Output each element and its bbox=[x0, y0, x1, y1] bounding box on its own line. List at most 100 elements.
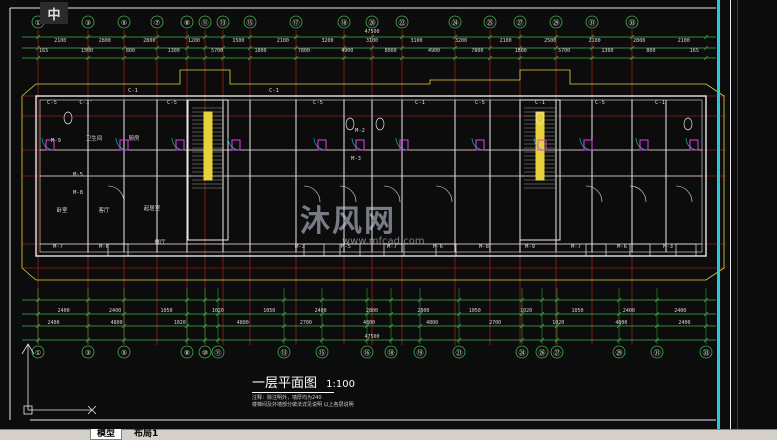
dim-tick bbox=[452, 55, 458, 61]
door-swing bbox=[533, 137, 547, 151]
bottom-dim-text: 1020 bbox=[520, 308, 532, 314]
dim-tick bbox=[293, 55, 299, 61]
axis-bubble-bottom bbox=[550, 345, 564, 359]
dim-tick bbox=[589, 34, 595, 40]
room-label: M-7 bbox=[53, 244, 63, 250]
room-label: C-5 bbox=[313, 100, 323, 106]
door-symbol bbox=[119, 139, 129, 151]
drawing-title-block: 一层平面图 1:100 注释：除注明外，墙厚均为240 楼梯间及外墙部分做法详见… bbox=[252, 372, 355, 409]
door-symbol bbox=[355, 139, 365, 151]
room-label: C-1 bbox=[269, 88, 279, 94]
bottom-dim-text-2: 1020 bbox=[552, 320, 564, 326]
window bbox=[383, 243, 405, 257]
axis-bubble-bottom bbox=[535, 345, 549, 359]
window-tag: C-1 bbox=[655, 100, 665, 106]
axis-bubble-bottom bbox=[117, 345, 131, 359]
dim-tick bbox=[703, 55, 709, 61]
stair-handrail bbox=[203, 111, 213, 181]
door-arc bbox=[629, 185, 647, 203]
room-label: C-5 bbox=[167, 100, 177, 106]
bottom-dim-text-2: 2400 bbox=[678, 320, 690, 326]
axis-bubble-bottom bbox=[413, 345, 427, 359]
dim-tick bbox=[154, 55, 160, 61]
dim-tick bbox=[369, 45, 375, 51]
top-dim-text: 2500 bbox=[544, 38, 556, 44]
dim-tick bbox=[184, 34, 190, 40]
top-dim-text-2: 1300 bbox=[602, 48, 614, 54]
top-dim-text: 3100 bbox=[366, 38, 378, 44]
axis-bubble-bottom-label: ⑱ bbox=[388, 349, 395, 357]
top-dim-text-2: 1300 bbox=[168, 48, 180, 54]
dim-tick bbox=[85, 55, 91, 61]
dim-tick bbox=[341, 34, 347, 40]
door-symbol bbox=[231, 139, 241, 151]
top-dim-text: 2100 bbox=[589, 38, 601, 44]
top-dim-text: 2100 bbox=[500, 38, 512, 44]
axis-bubble-top-label: ⑳ bbox=[369, 19, 376, 27]
axis-bubble-bottom-label: ⑲ bbox=[417, 349, 424, 357]
top-dim-text: 2100 bbox=[678, 38, 690, 44]
door-symbol bbox=[317, 139, 327, 151]
window bbox=[675, 243, 697, 257]
bottom-dim-text-2: 4800 bbox=[426, 320, 438, 326]
toilet-fixture bbox=[63, 111, 73, 125]
axis-bubble-bottom bbox=[384, 345, 398, 359]
room-label: 卧室 bbox=[56, 206, 68, 214]
axis-bubble-bottom bbox=[198, 345, 212, 359]
door-tag: M-8 bbox=[479, 244, 489, 250]
dim-tick bbox=[553, 55, 559, 61]
bottom-dim-text: 1050 bbox=[160, 308, 172, 314]
top-dim-text-2: 1800 bbox=[255, 48, 267, 54]
axis-bubble-top-label: ⑦ bbox=[154, 19, 160, 27]
room-label: M-2 bbox=[355, 128, 365, 134]
dim-tick bbox=[35, 45, 41, 51]
watermark-url: www.mfcad.com bbox=[342, 236, 425, 247]
door-arc bbox=[107, 185, 125, 203]
door-symbol bbox=[583, 139, 593, 151]
axis-bubble-bottom bbox=[515, 345, 529, 359]
axis-bubble-top bbox=[81, 15, 95, 29]
axis-bubble-top-label: ⑤ bbox=[121, 19, 127, 27]
top-dim-text-2: 165 bbox=[690, 48, 699, 54]
top-dim-text-2: 165 bbox=[39, 48, 48, 54]
axis-bubble-top-label: ㉕ bbox=[487, 19, 494, 27]
dim-tick bbox=[589, 45, 595, 51]
top-dim-text: 1500 bbox=[232, 38, 244, 44]
top-total-dim: 47500 bbox=[364, 29, 379, 35]
axis-bubble-top bbox=[625, 15, 639, 29]
toilet-fixture bbox=[345, 117, 355, 131]
axis-bubble-top-label: ㉒ bbox=[399, 19, 406, 27]
dim-tick bbox=[121, 34, 127, 40]
door-tag: M-7 bbox=[387, 244, 397, 250]
door-arc bbox=[585, 185, 603, 203]
axis-bubble-bottom-label: ⑤ bbox=[121, 349, 127, 357]
axis-bubble-top bbox=[395, 15, 409, 29]
border-margin bbox=[737, 0, 777, 430]
bottom-dim-text: 2400 bbox=[109, 308, 121, 314]
drawing-note-1: 注释：除注明外，墙厚均为240 bbox=[252, 395, 322, 401]
stairwell-left bbox=[187, 99, 229, 241]
door-tag: M-6 bbox=[617, 244, 627, 250]
window bbox=[585, 243, 607, 257]
dim-tick bbox=[399, 55, 405, 61]
dim-tick bbox=[399, 45, 405, 51]
top-dim-text: 3200 bbox=[321, 38, 333, 44]
dim-tick bbox=[629, 34, 635, 40]
axis-bubble-bottom bbox=[650, 345, 664, 359]
top-dim-text: 1200 bbox=[188, 38, 200, 44]
axis-bubble-bottom-label: ⑯ bbox=[364, 349, 371, 357]
bottom-dim-text: 2400 bbox=[674, 308, 686, 314]
bottom-dim-text-2: 4800 bbox=[363, 320, 375, 326]
tab-model[interactable]: 模型 bbox=[90, 429, 123, 440]
top-dim-text: 3100 bbox=[411, 38, 423, 44]
tab-layout1[interactable]: 布局1 bbox=[134, 429, 159, 439]
axis-bubble-bottom-label: ⑮ bbox=[319, 349, 326, 357]
top-dim-text-2: 5700 bbox=[558, 48, 570, 54]
bottom-dim-text: 1020 bbox=[212, 308, 224, 314]
door-tag: M-7 bbox=[571, 244, 581, 250]
axis-bubble-bottom bbox=[31, 345, 45, 359]
axis-bubble-bottom-label: ㉔ bbox=[519, 349, 526, 357]
dim-tick bbox=[202, 45, 208, 51]
